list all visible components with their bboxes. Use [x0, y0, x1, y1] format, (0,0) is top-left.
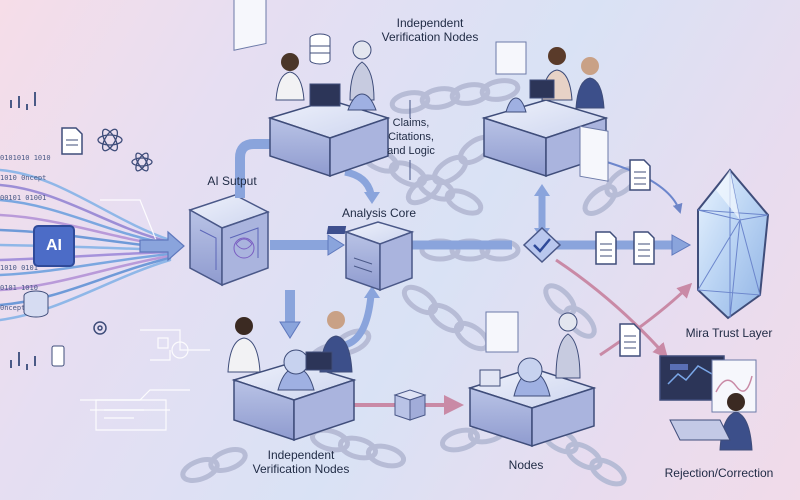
svg-text:0ncept 01: 0ncept 01: [0, 304, 38, 312]
chain-bottom: [180, 419, 627, 487]
bottom-nodes-label-line1: Independent: [267, 448, 335, 462]
nodes-label: Nodes: [508, 458, 544, 472]
gear-icon: [93, 321, 107, 335]
mira-trust-crystal: [697, 168, 770, 320]
analysis-core-box: [326, 221, 415, 292]
mira-trust-layer-label: Mira Trust Layer: [685, 326, 773, 340]
node-platform-bottom-middle: [467, 311, 597, 448]
ai-output-cube: [188, 194, 270, 287]
top-nodes-label-line1: Independent: [396, 16, 464, 30]
svg-text:1010 0ncept: 1010 0ncept: [0, 174, 46, 182]
rejection-correction-label: Rejection/Correction: [664, 466, 774, 480]
document-icon-left: [61, 127, 83, 155]
atom-icon: [97, 128, 123, 152]
claims-label-line2: Citations,: [388, 131, 434, 143]
data-stream: 0101010 1010 1010 0ncept 00101 01001 101…: [0, 92, 172, 370]
binary-dots: [10, 92, 36, 370]
node-platform-top-left: [233, 0, 391, 178]
node-platform-top-right: [481, 41, 609, 182]
chain-top-cross: [405, 134, 495, 206]
claims-label: Claims, Citations, and Logic: [376, 116, 446, 158]
analysis-core-label: Analysis Core: [341, 206, 417, 220]
database-icon-left: [23, 290, 49, 318]
ai-chip: [33, 225, 75, 267]
ai-chip-label: AI: [46, 237, 62, 254]
verification-check-icon: [522, 226, 562, 264]
claims-label-line3: and Logic: [387, 145, 435, 157]
top-nodes-label-line2: Verification Nodes: [381, 30, 479, 44]
small-cube: [393, 389, 427, 421]
binary-strips: 0101010 1010 1010 0ncept 00101 01001 101…: [0, 154, 51, 312]
atom-icon-2: [131, 152, 153, 172]
sketch-lines-bottom-left: [95, 399, 167, 431]
rejection-workstation: [659, 355, 757, 451]
svg-text:0101 1010: 0101 1010: [0, 284, 38, 292]
node-platform-bottom-left: [227, 311, 357, 442]
ai-output-label: AI Sutput: [207, 174, 257, 188]
chain-links: [180, 78, 640, 487]
svg-text:00101 01001: 00101 01001: [0, 194, 46, 202]
bottom-nodes-label: Independent Verification Nodes: [236, 448, 366, 476]
document-icons-flow: [595, 159, 655, 357]
svg-text:1010 0101: 1010 0101: [0, 264, 38, 272]
chain-top-right: [389, 78, 521, 114]
bottom-nodes-label-line2: Verification Nodes: [252, 462, 350, 476]
top-nodes-label: Independent Verification Nodes: [370, 16, 490, 44]
svg-text:0101010 1010: 0101010 1010: [0, 154, 51, 162]
phone-icon: [51, 345, 65, 367]
claims-label-line1: Claims,: [392, 117, 430, 129]
input-arrow: [139, 230, 185, 262]
